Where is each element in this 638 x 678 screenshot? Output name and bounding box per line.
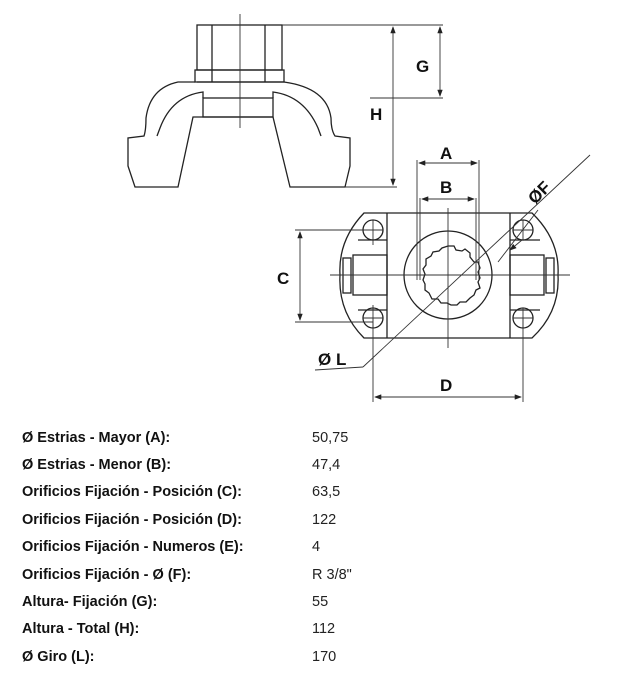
label-a: A bbox=[440, 144, 452, 163]
spec-row: Ø Estrias - Mayor (A): 50,75 bbox=[22, 424, 352, 451]
dimensions-front: A B C D Ø L ØF bbox=[277, 144, 591, 402]
spec-value: 4 bbox=[312, 539, 321, 556]
spec-row: Ø Estrias - Menor (B): 47,4 bbox=[22, 451, 352, 478]
front-view bbox=[330, 208, 570, 348]
spec-value: 122 bbox=[312, 511, 337, 528]
spec-value: 63,5 bbox=[312, 484, 341, 501]
spec-row: Ø Giro (L): 170 bbox=[22, 643, 352, 670]
spec-row: Orificios Fijación - Posición (D): 122 bbox=[22, 506, 352, 533]
spec-value: 50,75 bbox=[312, 429, 349, 446]
spec-value: 112 bbox=[312, 621, 336, 638]
spec-label: Altura - Total (H): bbox=[22, 621, 140, 638]
spec-label: Ø Estrias - Mayor (A): bbox=[22, 429, 171, 446]
spec-row: Altura - Total (H): 112 bbox=[22, 616, 352, 643]
label-l: Ø L bbox=[318, 350, 346, 369]
spec-row: Altura- Fijación (G): 55 bbox=[22, 588, 352, 615]
spec-label: Ø Estrias - Menor (B): bbox=[22, 457, 172, 474]
spec-value: 47,4 bbox=[312, 457, 341, 474]
label-f: ØF bbox=[524, 178, 554, 208]
yoke-technical-drawing: G H A B C D bbox=[127, 14, 591, 402]
spec-label: Ø Giro (L): bbox=[22, 648, 95, 665]
spec-label: Orificios Fijación - Numeros (E): bbox=[22, 539, 244, 556]
spec-value: 170 bbox=[312, 648, 337, 665]
spec-row: Orificios Fijación - Ø (F): R 3/8" bbox=[22, 561, 352, 588]
spec-value: R 3/8" bbox=[312, 566, 352, 583]
spec-row: Orificios Fijación - Posición (C): 63,5 bbox=[22, 479, 352, 506]
label-b: B bbox=[440, 178, 452, 197]
spec-value: 55 bbox=[312, 594, 329, 611]
spec-label: Orificios Fijación - Ø (F): bbox=[22, 566, 192, 583]
side-view bbox=[127, 14, 351, 188]
spec-label: Orificios Fijación - Posición (C): bbox=[22, 484, 242, 501]
label-d: D bbox=[440, 376, 452, 395]
spec-label: Altura- Fijación (G): bbox=[22, 594, 158, 611]
specifications-table: Ø Estrias - Mayor (A): 50,75 Ø Estrias - … bbox=[22, 424, 352, 671]
label-c: C bbox=[277, 269, 289, 288]
dimension-g-h: G H bbox=[282, 24, 443, 188]
spec-row: Orificios Fijación - Numeros (E): 4 bbox=[22, 534, 352, 561]
label-g: G bbox=[416, 57, 429, 76]
spec-label: Orificios Fijación - Posición (D): bbox=[22, 511, 242, 528]
label-h: H bbox=[370, 105, 382, 124]
